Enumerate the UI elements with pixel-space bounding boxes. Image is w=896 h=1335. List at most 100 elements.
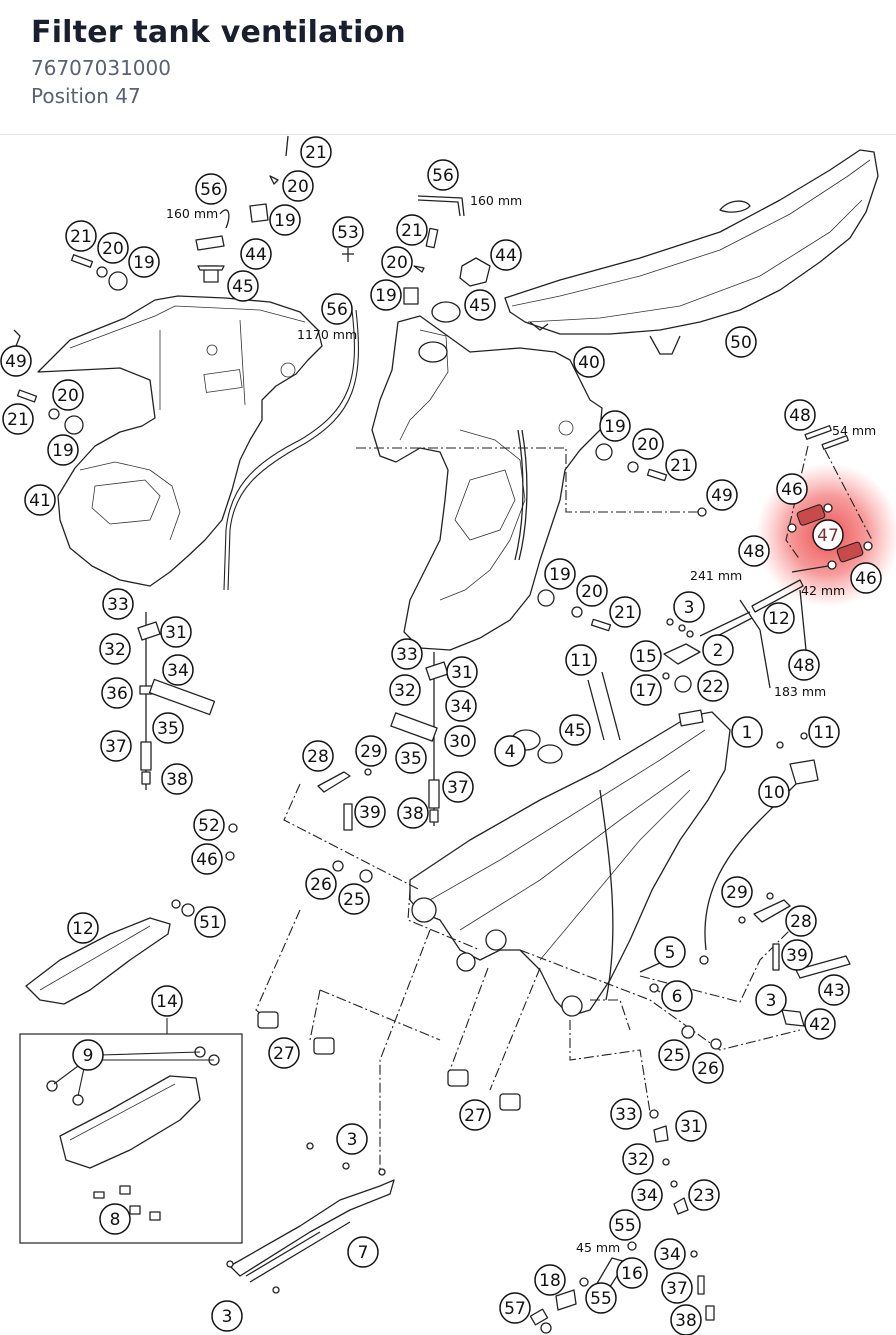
callout-26[interactable]: 26: [692, 1052, 724, 1084]
callout-1[interactable]: 1: [731, 716, 763, 748]
callout-31[interactable]: 31: [446, 656, 478, 688]
callout-31[interactable]: 31: [160, 616, 192, 648]
callout-22[interactable]: 22: [697, 670, 729, 702]
callout-46[interactable]: 46: [850, 562, 882, 594]
callout-20[interactable]: 20: [97, 232, 129, 264]
callout-21[interactable]: 21: [65, 220, 97, 252]
callout-53[interactable]: 53: [332, 216, 364, 248]
callout-26[interactable]: 26: [305, 868, 337, 900]
callout-34[interactable]: 34: [162, 654, 194, 686]
callout-20[interactable]: 20: [282, 170, 314, 202]
callout-15[interactable]: 15: [630, 640, 662, 672]
callout-37[interactable]: 37: [100, 730, 132, 762]
callout-21[interactable]: 21: [2, 403, 34, 435]
callout-55[interactable]: 55: [585, 1282, 617, 1314]
callout-30[interactable]: 30: [444, 725, 476, 757]
callout-3[interactable]: 3: [673, 591, 705, 623]
callout-12[interactable]: 12: [67, 912, 99, 944]
callout-9[interactable]: 9: [72, 1039, 104, 1071]
callout-32[interactable]: 32: [99, 633, 131, 665]
callout-20[interactable]: 20: [52, 379, 84, 411]
callout-39[interactable]: 39: [781, 939, 813, 971]
callout-17[interactable]: 17: [630, 674, 662, 706]
callout-20[interactable]: 20: [381, 246, 413, 278]
callout-49[interactable]: 49: [706, 479, 738, 511]
callout-56[interactable]: 56: [195, 173, 227, 205]
callout-48[interactable]: 48: [738, 535, 770, 567]
callout-3[interactable]: 3: [211, 1300, 243, 1332]
callout-27[interactable]: 27: [268, 1037, 300, 1069]
callout-21[interactable]: 21: [609, 596, 641, 628]
callout-19[interactable]: 19: [544, 558, 576, 590]
callout-38[interactable]: 38: [670, 1304, 702, 1335]
callout-34[interactable]: 34: [631, 1179, 663, 1211]
callout-41[interactable]: 41: [24, 484, 56, 516]
callout-44[interactable]: 44: [240, 238, 272, 270]
callout-37[interactable]: 37: [442, 771, 474, 803]
callout-19[interactable]: 19: [47, 434, 79, 466]
callout-28[interactable]: 28: [785, 905, 817, 937]
callout-40[interactable]: 40: [573, 346, 605, 378]
callout-34[interactable]: 34: [445, 690, 477, 722]
callout-10[interactable]: 10: [758, 776, 790, 808]
callout-35[interactable]: 35: [395, 742, 427, 774]
callout-3[interactable]: 3: [755, 984, 787, 1016]
callout-21[interactable]: 21: [665, 449, 697, 481]
callout-3[interactable]: 3: [336, 1123, 368, 1155]
callout-32[interactable]: 32: [622, 1143, 654, 1175]
callout-44[interactable]: 44: [490, 239, 522, 271]
callout-52[interactable]: 52: [193, 809, 225, 841]
callout-50[interactable]: 50: [725, 326, 757, 358]
callout-11[interactable]: 11: [808, 716, 840, 748]
callout-6[interactable]: 6: [661, 980, 693, 1012]
callout-12[interactable]: 12: [763, 602, 795, 634]
callout-19[interactable]: 19: [599, 410, 631, 442]
callout-16[interactable]: 16: [616, 1257, 648, 1289]
callout-31[interactable]: 31: [675, 1110, 707, 1142]
callout-45[interactable]: 45: [559, 714, 591, 746]
callout-20[interactable]: 20: [576, 575, 608, 607]
callout-8[interactable]: 8: [99, 1203, 131, 1235]
callout-19[interactable]: 19: [370, 279, 402, 311]
callout-28[interactable]: 28: [302, 740, 334, 772]
callout-42[interactable]: 42: [804, 1008, 836, 1040]
callout-38[interactable]: 38: [397, 797, 429, 829]
callout-29[interactable]: 29: [721, 876, 753, 908]
callout-33[interactable]: 33: [391, 638, 423, 670]
callout-14[interactable]: 14: [151, 985, 183, 1017]
callout-36[interactable]: 36: [101, 677, 133, 709]
callout-33[interactable]: 33: [610, 1098, 642, 1130]
callout-2[interactable]: 2: [702, 634, 734, 666]
callout-55[interactable]: 55: [609, 1209, 641, 1241]
callout-34[interactable]: 34: [654, 1238, 686, 1270]
callout-49[interactable]: 49: [0, 345, 32, 377]
callout-57[interactable]: 57: [499, 1292, 531, 1324]
callout-45[interactable]: 45: [464, 289, 496, 321]
callout-19[interactable]: 19: [128, 246, 160, 278]
callout-25[interactable]: 25: [338, 883, 370, 915]
callout-23[interactable]: 23: [688, 1179, 720, 1211]
callout-32[interactable]: 32: [389, 674, 421, 706]
callout-19[interactable]: 19: [269, 204, 301, 236]
callout-7[interactable]: 7: [347, 1236, 379, 1268]
callout-46[interactable]: 46: [191, 843, 223, 875]
callout-33[interactable]: 33: [102, 588, 134, 620]
callout-56[interactable]: 56: [321, 293, 353, 325]
callout-11[interactable]: 11: [565, 644, 597, 676]
callout-29[interactable]: 29: [355, 735, 387, 767]
callout-21[interactable]: 21: [396, 214, 428, 246]
callout-4[interactable]: 4: [494, 735, 526, 767]
callout-51[interactable]: 51: [194, 906, 226, 938]
callout-21[interactable]: 21: [300, 136, 332, 168]
callout-38[interactable]: 38: [161, 763, 193, 795]
callout-45[interactable]: 45: [227, 270, 259, 302]
callout-25[interactable]: 25: [658, 1039, 690, 1071]
callout-56[interactable]: 56: [427, 159, 459, 191]
callout-48[interactable]: 48: [784, 399, 816, 431]
callout-20[interactable]: 20: [632, 428, 664, 460]
callout-48[interactable]: 48: [788, 649, 820, 681]
callout-27[interactable]: 27: [459, 1099, 491, 1131]
callout-37[interactable]: 37: [661, 1272, 693, 1304]
callout-5[interactable]: 5: [654, 936, 686, 968]
callout-18[interactable]: 18: [534, 1264, 566, 1296]
